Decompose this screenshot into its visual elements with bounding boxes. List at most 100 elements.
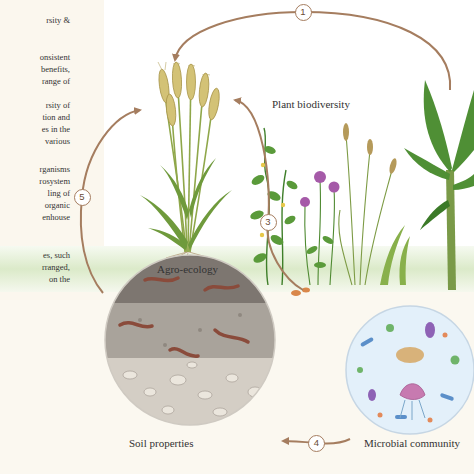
wheat-plant-part-part [165,94,177,127]
cropped-text: rsity of [46,100,70,110]
crop-node: Agro-ecology [140,60,235,278]
clover-plant-part-part [305,244,318,255]
wheat-plant [140,62,232,259]
wheat-plant-part [157,62,221,127]
wheat-plant-part-part [189,158,216,218]
cropped-text: onsistent [40,52,70,62]
clover-plant-part-part [321,234,334,245]
plant-group [249,80,474,296]
soil-circle-part-part-part [170,375,186,385]
soil-circle-part-part-part [198,328,202,332]
microbe-circle-part-part [345,305,474,435]
grass-plant-part-part [346,135,355,285]
microbe-circle-part-part [357,324,460,373]
microbe-circle-part-part [396,347,424,363]
cropped-text: es, such [43,250,70,260]
microbe-circle-part-part-part [378,413,383,418]
wheat-plant-part-part [165,62,166,70]
grass-plant-part-part [388,157,398,174]
cropped-text: benefits, [41,64,70,74]
wheat-plant-part-part [172,62,183,98]
cropped-text: rganisms [39,164,70,174]
soil-circle-part-part [100,358,280,428]
microbe-circle-part-part-part [412,401,413,420]
cropped-text: tion and [42,112,70,122]
wheat-plant-part-part [187,64,196,100]
soil-circle-part-part-part [144,388,156,396]
vine-plant-part [282,170,286,285]
microbe-circle-part-part-part [400,400,405,418]
soil-circle-part-part-part [213,408,227,416]
wheat-plant-part-part [148,228,187,250]
vine-plant-part-part [283,214,297,226]
microbe-circle [345,305,474,435]
wheat-plant-part-part [188,65,190,66]
vine-plant-part-part [250,173,266,187]
banana-plant-part-part [404,148,450,180]
soil-circle-part-part-part [198,391,212,399]
soil-circle [100,250,280,428]
wheat-plant-part-part [160,165,189,220]
soil-circle-part-part-part [170,349,198,356]
microbe-circle-part-part-part [428,418,433,423]
microbe-circle-part-part [368,322,435,401]
node-label: Microbial community [364,437,460,450]
soil-circle-part [100,250,280,428]
background-part [0,285,474,474]
microbe-circle-part-part-part [419,400,425,418]
soil-node: Soil properties [103,253,283,453]
microbe-node: Microbial community [350,300,474,453]
clover-plant-part [300,171,340,207]
grass-plant-part [343,123,398,175]
callout-number: 3 [260,214,277,231]
grass-plant-part-part [399,236,410,285]
banana-plant-part [404,80,474,190]
soil-circle-part-part-part [120,323,152,327]
clover-plant-part-part [305,205,310,285]
soil-circle-part-part-part [215,330,248,342]
banana-plant-part [420,200,450,230]
microbe-circle-part-part-part [443,333,448,338]
clover-plant-part-part [300,197,310,207]
cropped-text: various [45,136,70,146]
clover-plant-part [305,234,334,268]
vine-plant-part-part [291,290,301,296]
cycle-arrow [175,12,450,90]
grass-plant-part [380,225,410,285]
wheat-plant-part-part [158,62,162,70]
soil-circle-part-part-part [163,343,167,347]
banana-plant [404,80,474,290]
microbe-circle-part-part-part [386,324,394,332]
grass-plant-part [339,135,392,285]
vine-plant-part-part [269,233,285,247]
grass-plant-part-part [367,139,373,155]
wheat-plant-part-part [207,87,221,120]
cycle-arrow [235,100,303,290]
vine-plant-part-part [261,163,265,167]
microbe-circle-part-part-part [425,322,435,338]
clover-plant-part-part [318,180,321,285]
wheat-plant-part-part [173,63,176,64]
banana-plant-part-part [420,200,450,230]
microbe-circle-part [345,305,474,435]
wheat-plant-part-part [192,65,195,66]
vine-plant-part-part [281,203,285,207]
soil-circle-part-part-part [162,406,174,414]
banana-plant-part-part [424,80,452,172]
wheat-plant-part [140,158,232,250]
clover-plant [300,171,340,285]
cropped-text: rosystem [39,176,70,186]
node-label: Agro-ecology [157,263,218,276]
vine-plant-part [249,145,299,265]
microbe-circle-part-part-part [360,337,374,347]
microbe-circle-part-part [360,337,454,419]
clover-plant-part [305,180,335,285]
soil-circle-part-part-part [238,313,242,317]
microbe-circle-part-part [400,384,425,400]
soil-circle-part-part-part [138,318,142,322]
microbe-circle-part-part [400,400,425,420]
node-label: Soil properties [129,437,193,450]
